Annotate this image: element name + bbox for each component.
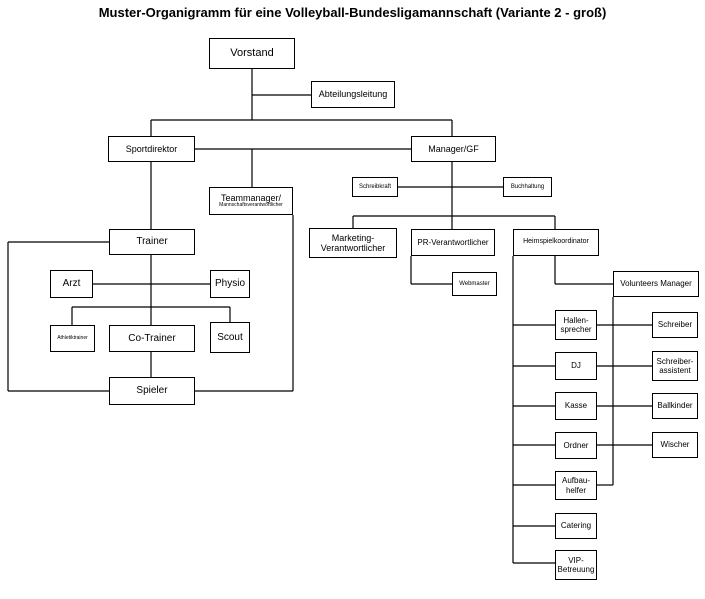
node-catering: Catering: [555, 513, 597, 539]
node-vorstand: Vorstand: [209, 38, 295, 69]
node-scout: Scout: [210, 322, 250, 353]
node-abteilungsleitung: Abteilungsleitung: [311, 81, 395, 108]
node-ordner: Ordner: [555, 432, 597, 459]
node-pr: PR-Verantwortlicher: [411, 229, 495, 256]
node-ballkinder: Ballkinder: [652, 393, 698, 419]
node-physio: Physio: [210, 270, 250, 298]
node-co-trainer: Co-Trainer: [109, 325, 195, 352]
node-marketing: Marketing-Verantwortlicher: [309, 228, 397, 258]
node-spieler: Spieler: [109, 377, 195, 405]
node-wischer: Wischer: [652, 432, 698, 458]
node-manager-gf: Manager/GF: [411, 136, 496, 162]
node-sportdirektor: Sportdirektor: [108, 136, 195, 162]
node-heimspielkoordinator: Heimspielkoordinator: [513, 229, 599, 256]
node-athletiktrainer: Athletiktrainer: [50, 325, 95, 352]
node-dj: DJ: [555, 352, 597, 380]
node-vip-betreuung: VIP-Betreuung: [555, 550, 597, 580]
node-schreiber: Schreiber: [652, 312, 698, 338]
teammanager-sublabel: Mannschaftsverantwortlicher: [219, 202, 283, 209]
node-aufbauhelfer: Aufbau-helfer: [555, 471, 597, 500]
node-hallensprecher: Hallen-sprecher: [555, 310, 597, 340]
node-schreiberassistent: Schreiber-assistent: [652, 351, 698, 381]
node-trainer: Trainer: [109, 229, 195, 255]
node-schreibkraft: Schreibkraft: [352, 177, 398, 197]
diagram-title: Muster-Organigramm für eine Volleyball-B…: [98, 5, 607, 20]
node-kasse: Kasse: [555, 392, 597, 420]
node-arzt: Arzt: [50, 270, 93, 298]
node-buchhaltung: Buchhaltung: [503, 177, 552, 197]
node-volunteers-manager: Volunteers Manager: [613, 271, 699, 297]
teammanager-label: Teammanager/: [220, 192, 282, 203]
node-webmaster: Webmaster: [452, 272, 497, 296]
node-teammanager: Teammanager/ Mannschaftsverantwortlicher: [209, 187, 293, 215]
